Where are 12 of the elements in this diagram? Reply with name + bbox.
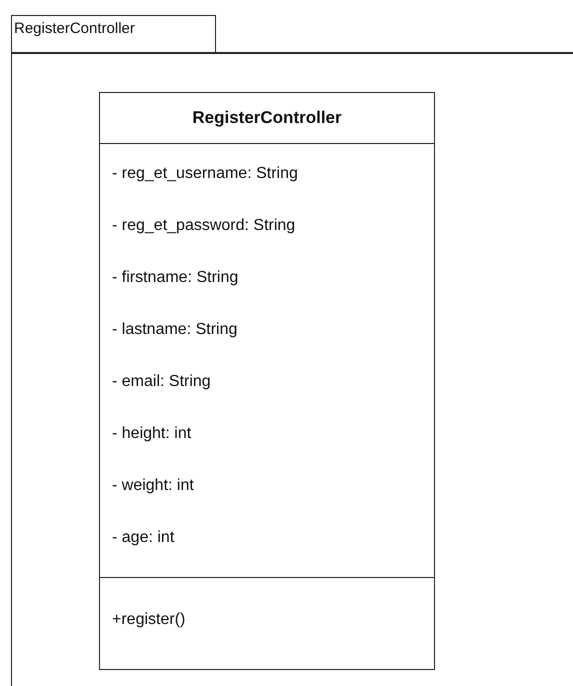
attribute-text: - reg_et_username: String — [112, 164, 298, 184]
class-name: RegisterController — [191, 107, 343, 129]
class-box — [99, 92, 435, 670]
method-text: +register() — [112, 610, 186, 630]
attribute-text: - firstname: String — [112, 268, 238, 288]
attribute-text: - weight: int — [112, 476, 194, 496]
package-tab: RegisterController — [11, 15, 216, 53]
attribute-text: - height: int — [112, 424, 192, 444]
attribute-text: - reg_et_password: String — [112, 216, 296, 236]
attribute-text: - lastname: String — [112, 320, 238, 340]
attribute-text: - age: int — [112, 528, 174, 548]
attribute-text: - email: String — [112, 372, 211, 392]
